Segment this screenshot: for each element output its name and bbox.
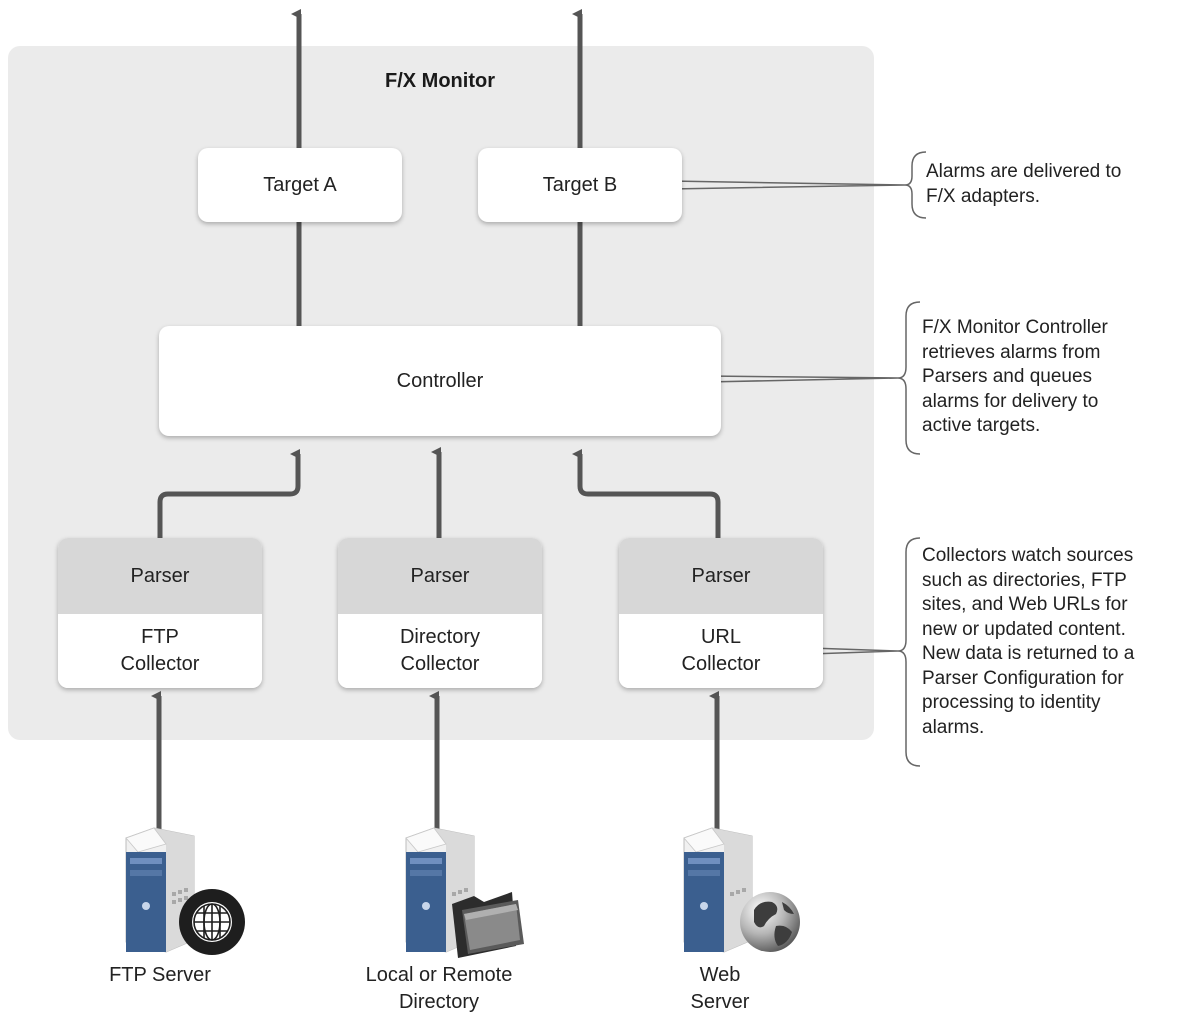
collector-line-2: Collector	[681, 653, 761, 675]
source-label-line-2: Directory	[398, 991, 479, 1013]
note-line: processing to identity	[922, 692, 1101, 713]
collector-line-1: Directory	[399, 626, 480, 648]
callout-bracket-targets	[904, 151, 927, 219]
note-line: alarms.	[922, 716, 985, 738]
ftp-server-icon	[125, 827, 245, 955]
note-line: sites, and Web URLs for	[922, 594, 1128, 615]
note-controller: F/X Monitor Controller retrieves alarms …	[922, 316, 1108, 439]
directory-label: Local or Remote Directory	[329, 962, 549, 1016]
parser-label: Parser	[58, 538, 262, 614]
collector-line-1: FTP	[141, 626, 179, 648]
note-line: active targets.	[922, 415, 1041, 436]
source-label-line-2: Server	[690, 991, 750, 1013]
parser-label: Parser	[338, 538, 542, 614]
callout-bracket-collectors	[897, 537, 921, 767]
parser-label: Parser	[619, 538, 823, 614]
callout-bracket-controller	[897, 301, 921, 455]
note-line: Collectors watch sources	[922, 545, 1134, 566]
arrow-ftp-parser-to-controller	[157, 449, 301, 538]
collector-label: URL Collector	[619, 614, 823, 688]
note-line: retrieves alarms from	[922, 341, 1101, 363]
controller-box: Controller	[159, 326, 721, 436]
note-targets: Alarms are delivered to F/X adapters.	[926, 160, 1121, 209]
callout-leader-collectors	[809, 647, 899, 655]
source-label-line-1: FTP Server	[109, 964, 211, 986]
note-line: Parsers and queues	[922, 366, 1093, 387]
note-line: Parser Configuration for	[922, 667, 1124, 689]
arrow-url-parser-to-controller	[572, 449, 721, 538]
note-line: F/X adapters.	[926, 185, 1041, 207]
source-label-line-1: Web	[699, 964, 741, 986]
collector-line-2: Collector	[120, 653, 200, 675]
note-line: alarms for delivery to	[922, 390, 1099, 412]
callout-leader-controller	[705, 375, 899, 383]
note-line: Alarms are delivered to	[926, 161, 1122, 182]
callout-leader-targets	[669, 180, 906, 190]
collector-line-2: Collector	[400, 653, 480, 675]
collector-label: Directory Collector	[338, 614, 542, 688]
ftp-parser-collector: Parser FTP Collector	[58, 538, 262, 688]
web-server-icon	[683, 827, 800, 953]
target-a-box: Target A	[198, 148, 402, 222]
note-collectors: Collectors watch sources such as directo…	[922, 544, 1134, 740]
source-label-line-1: Local or Remote	[365, 964, 513, 986]
directory-server-icon	[405, 827, 524, 958]
note-line: new or updated content.	[922, 618, 1126, 640]
collector-line-1: URL	[700, 626, 741, 648]
url-parser-collector: Parser URL Collector	[619, 538, 823, 688]
directory-parser-collector: Parser Directory Collector	[338, 538, 542, 688]
note-line: New data is returned to a	[922, 643, 1135, 664]
note-line: such as directories, FTP	[922, 569, 1127, 591]
web-server-label: Web Server	[620, 962, 820, 1016]
note-line: F/X Monitor Controller	[922, 317, 1108, 338]
panel-title: F/X Monitor	[385, 70, 495, 92]
target-b-box: Target B	[478, 148, 682, 222]
collector-label: FTP Collector	[58, 614, 262, 688]
ftp-server-label: FTP Server	[60, 962, 260, 989]
